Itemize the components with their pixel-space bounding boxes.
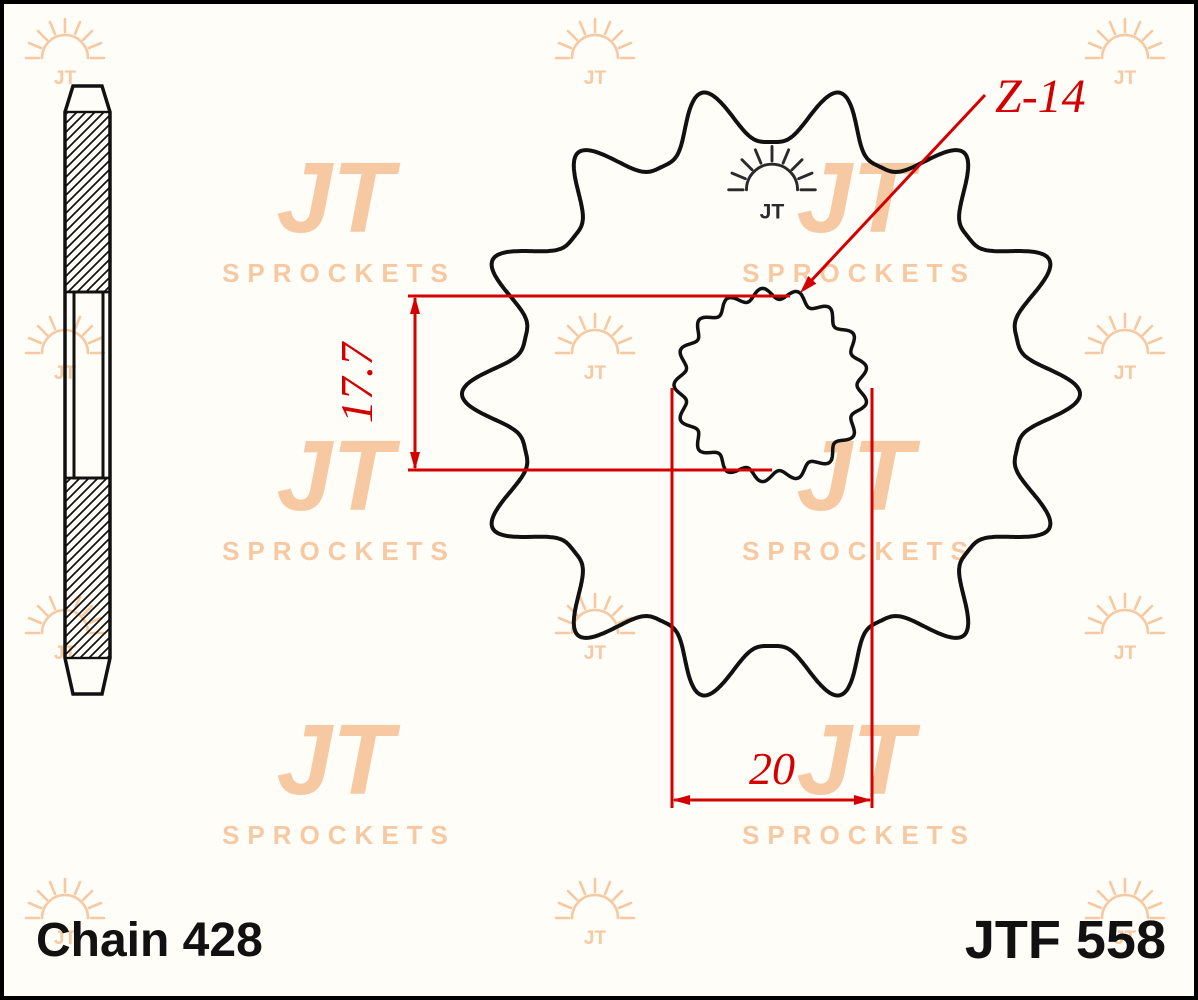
sun-watermark-icon: [554, 17, 636, 91]
sun-watermark-icon: [1084, 17, 1166, 91]
sun-watermark-icon: [554, 592, 636, 666]
lower-hatched-section: [63, 476, 112, 660]
jt-sprockets-watermark: [222, 142, 456, 288]
arrow-down-icon: [410, 452, 420, 470]
arrow-left-icon: [672, 795, 690, 805]
upper-hatched-section: [63, 110, 112, 294]
sprocket-teeth-outline: [459, 90, 1083, 698]
arrow-right-icon: [854, 795, 872, 805]
bore-dimension-label: 17.7: [331, 341, 382, 424]
sun-watermark-icon: [24, 17, 106, 91]
splined-bore-outline: [672, 286, 869, 484]
dimension-17-7: 17.7: [331, 294, 790, 472]
teeth-callout: Z-14: [800, 70, 1086, 293]
sun-watermark-icon: [1084, 592, 1166, 666]
sun-watermark-icon: [1084, 312, 1166, 386]
sun-watermark-icon: [554, 877, 636, 951]
sun-watermark-icon: [554, 312, 636, 386]
width-dimension-label: 20: [749, 743, 795, 794]
dimension-20: 20: [670, 388, 874, 808]
teeth-callout-label: Z-14: [995, 70, 1086, 123]
jt-sprockets-watermark: [222, 420, 456, 566]
arrow-up-icon: [410, 296, 420, 314]
part-number-label: JTF 558: [965, 910, 1166, 970]
leader-arrow-icon: [800, 276, 817, 293]
side-view-section: [63, 84, 112, 696]
watermark-layer: [24, 17, 1166, 951]
gear-front-view: [459, 90, 1083, 698]
side-view-outline: [63, 84, 112, 696]
jt-sprockets-watermark: [222, 704, 456, 850]
chain-size-label: Chain 428: [36, 914, 263, 967]
jt-sprockets-watermark: [742, 420, 976, 566]
